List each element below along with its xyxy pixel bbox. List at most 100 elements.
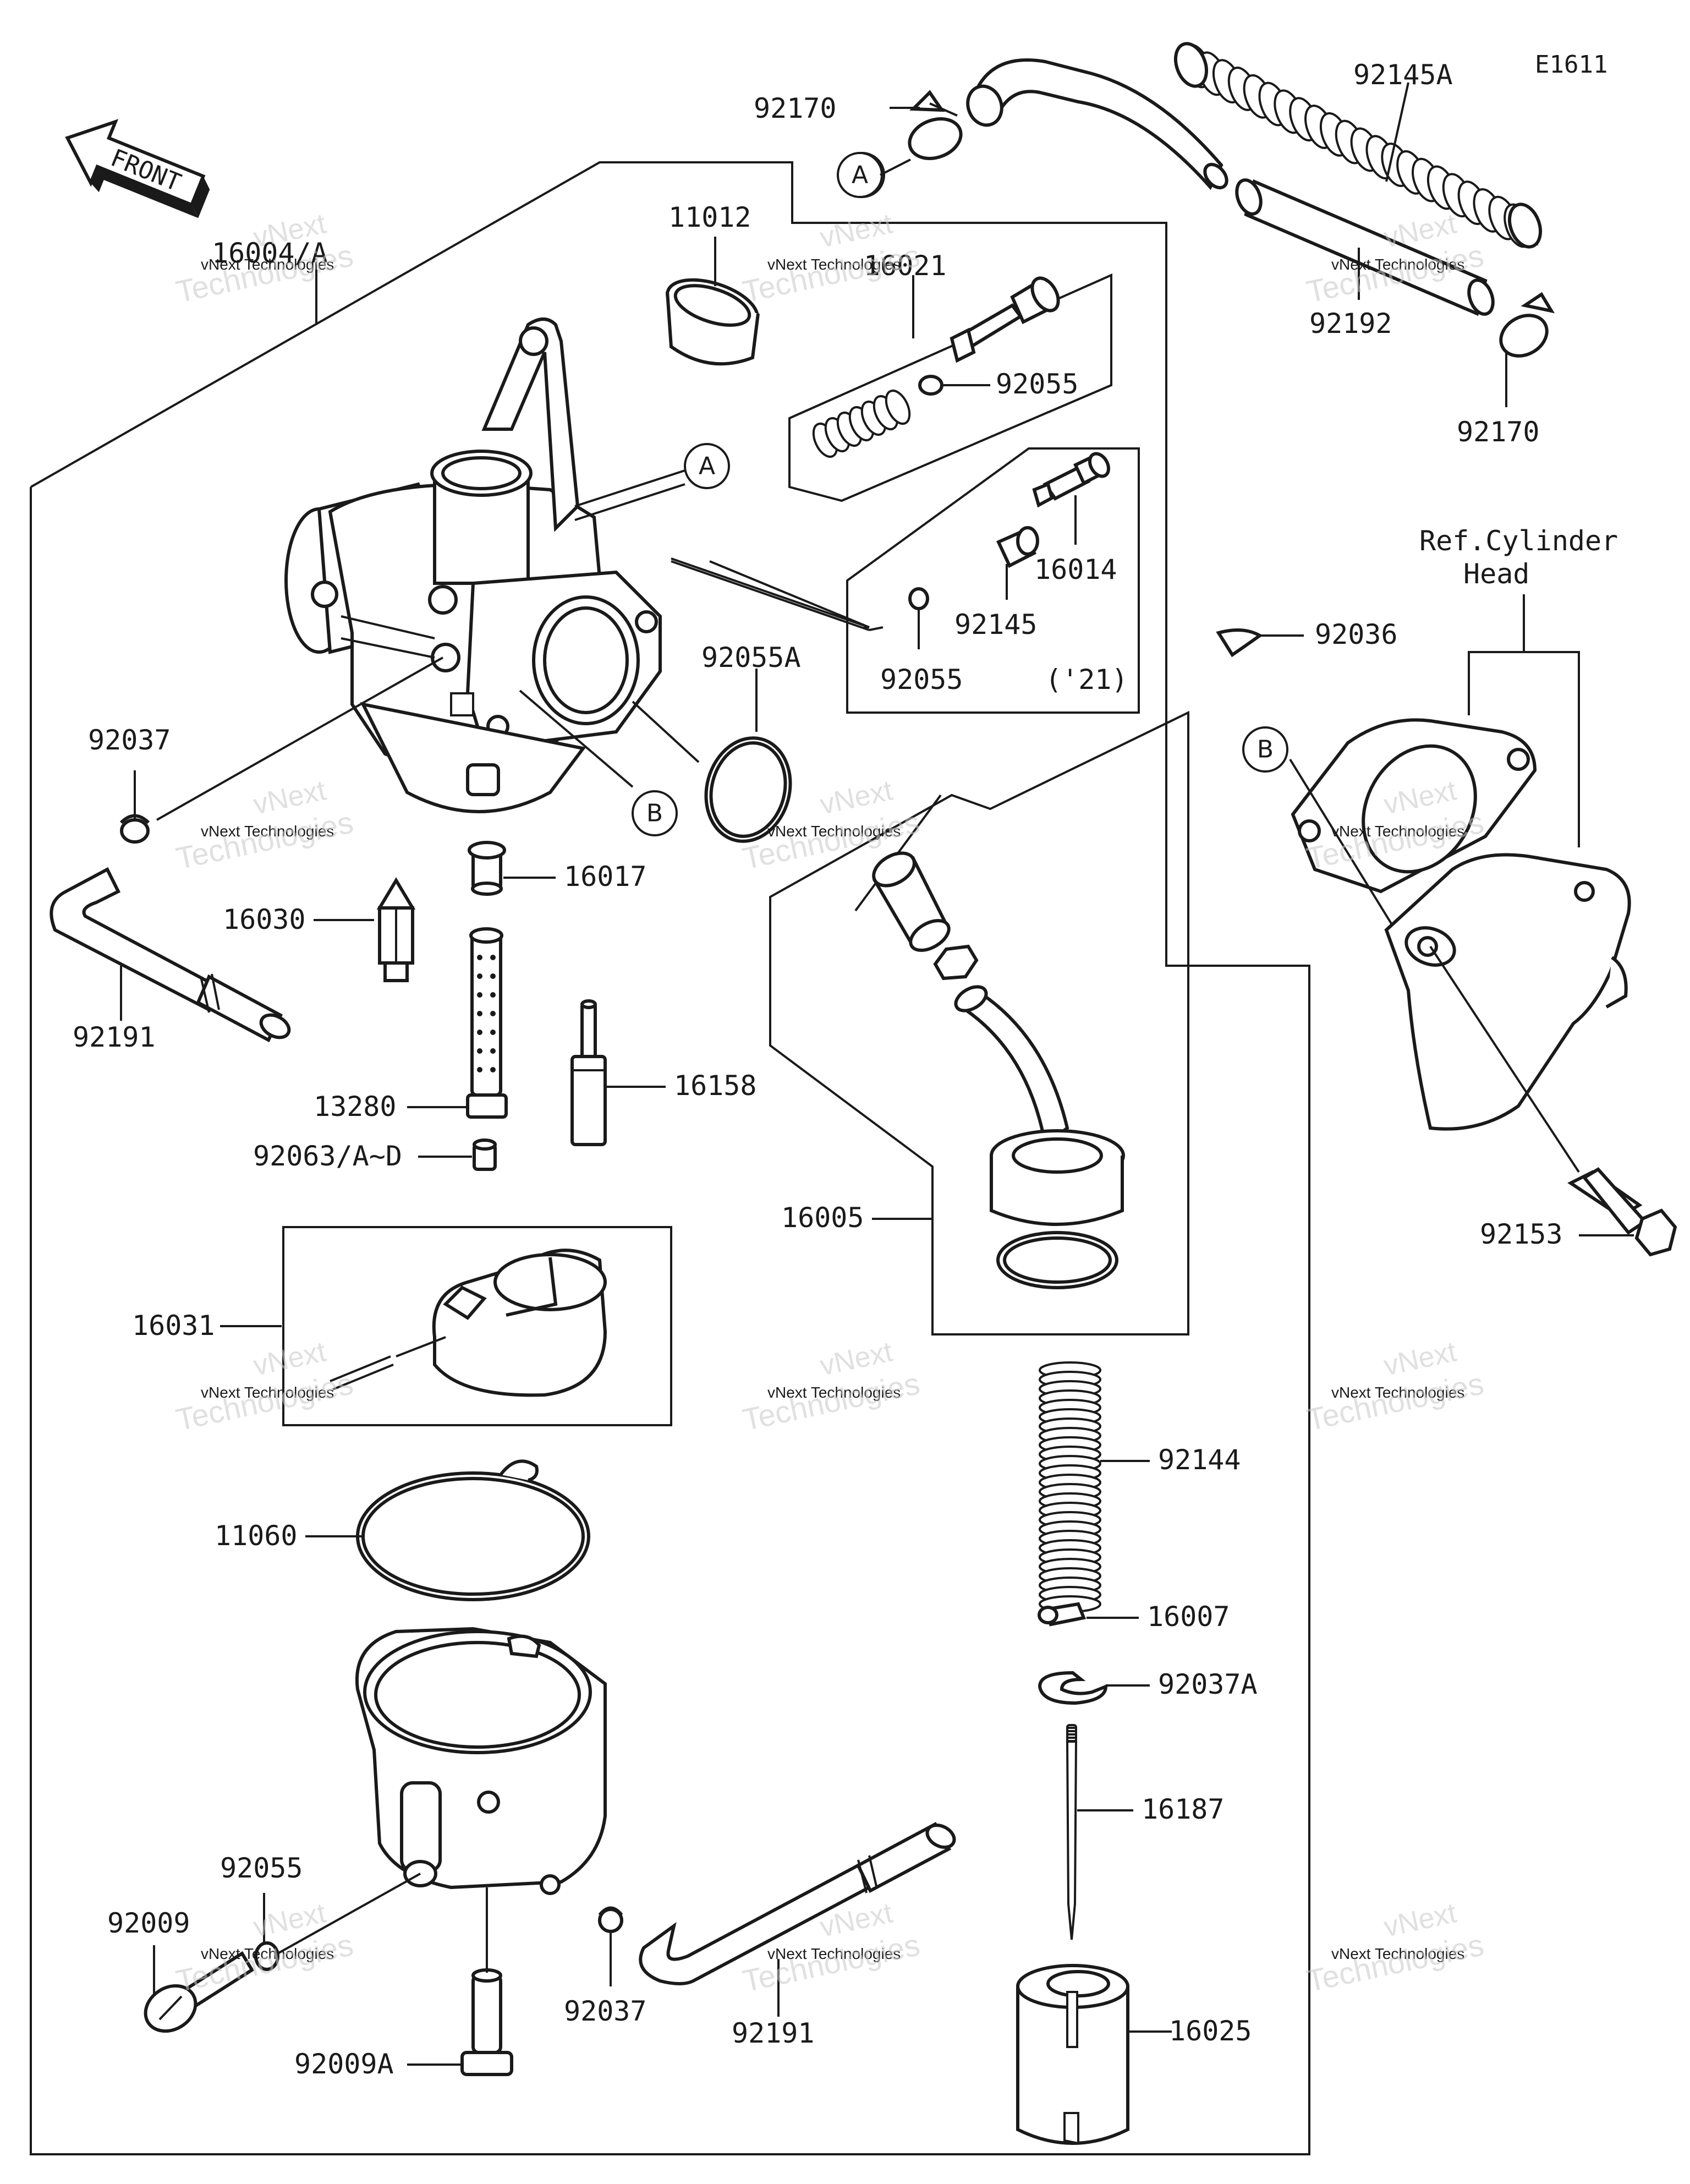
callout-b-head: B [1242, 726, 1288, 773]
idle-screw-16014 [1032, 452, 1111, 508]
label-92009a: 92009A [294, 2048, 394, 2080]
label-13280: 13280 [314, 1091, 397, 1123]
svg-text:vNext Technologies: vNext Technologies [767, 823, 901, 840]
label-92055-low: 92055 [220, 1852, 303, 1884]
svg-text:vNext Technologies: vNext Technologies [201, 256, 334, 273]
hose-top-bent [966, 58, 1228, 190]
callout-a-left-clamp: A [837, 152, 883, 198]
clip-92037-top [119, 814, 150, 844]
label-92037-top: 92037 [88, 724, 171, 756]
needle-16030 [376, 877, 416, 982]
assembly-boundary [30, 161, 1310, 2155]
cap-16005 [872, 851, 1125, 1289]
label-16014: 16014 [1034, 554, 1117, 585]
box-year-21 [846, 447, 1140, 714]
hose-92191-left [50, 867, 291, 1043]
clamp-92170-right [1499, 292, 1555, 358]
label-92036: 92036 [1315, 618, 1398, 650]
label-16031: 16031 [132, 1310, 215, 1342]
label-92009: 92009 [107, 1907, 190, 1939]
label-92037-low: 92037 [564, 1995, 647, 2027]
label-16021: 16021 [864, 250, 947, 282]
carburetor-body [284, 318, 685, 813]
svg-text:vNext Technologies: vNext Technologies [1331, 823, 1464, 840]
intake-manifold [1384, 853, 1631, 1131]
label-92144: 92144 [1158, 1444, 1241, 1476]
seat-16007 [1038, 1602, 1087, 1627]
svg-text:vNext Technologies: vNext Technologies [767, 256, 901, 273]
intake-gasket [1291, 718, 1537, 894]
label-92055-upper: 92055 [996, 368, 1079, 400]
label-16158: 16158 [674, 1070, 757, 1102]
bolt-92153 [1567, 1167, 1677, 1257]
label-11060: 11060 [215, 1520, 298, 1552]
label-16005: 16005 [781, 1202, 864, 1234]
svg-text:vNext Technologies: vNext Technologies [1331, 1384, 1464, 1401]
jet-92063 [473, 1138, 497, 1171]
float-bowl [355, 1627, 607, 1895]
hose-92192 [1235, 178, 1495, 316]
svg-text:vNext Technologies: vNext Technologies [1331, 256, 1464, 273]
label-92145a: 92145A [1353, 59, 1453, 91]
float-16031 [330, 1249, 607, 1397]
ref-bracket [1468, 594, 1525, 715]
cap-11012 [666, 278, 760, 366]
label-16025: 16025 [1169, 2015, 1252, 2047]
svg-text:A: A [852, 161, 868, 189]
clip-92037a [1038, 1671, 1108, 1705]
svg-text:vNext Technologies: vNext Technologies [201, 1945, 334, 1962]
corrugated-hose-92145a [1173, 42, 1543, 249]
label-92153: 92153 [1480, 1218, 1563, 1250]
oring-92055-upper [918, 375, 943, 396]
svg-text:vNext Technologies: vNext Technologies [201, 823, 334, 840]
hose-92191-low [639, 1821, 956, 1985]
label-92055a: 92055A [701, 642, 801, 674]
svg-text:vNext Technologies: vNext Technologies [767, 1945, 901, 1962]
label-92145: 92145 [954, 609, 1038, 641]
label-16004: 16004/A [212, 237, 328, 269]
screw-92009 [144, 1951, 255, 2033]
svg-text:vNext Technologies: vNext Technologies [201, 1384, 334, 1401]
clip-92036 [1216, 628, 1263, 658]
gasket-11060 [356, 1459, 590, 1601]
box-16005 [769, 710, 1189, 1335]
box-16031 [282, 1226, 672, 1426]
diagram-code: E1611 [1535, 51, 1607, 79]
clamp-92170-left [908, 90, 963, 160]
tube-13280 [466, 927, 508, 1119]
oring-92055-mid [908, 587, 929, 610]
spring-92144 [1039, 1361, 1101, 1613]
label-92192: 92192 [1309, 308, 1392, 340]
ref-label-line1: Ref.Cylinder [1419, 525, 1618, 557]
label-92191-left: 92191 [73, 1021, 156, 1053]
callout-a-carb: A [684, 443, 730, 489]
label-16187: 16187 [1142, 1793, 1225, 1825]
front-arrow-icon: FRONT [65, 119, 210, 218]
label-16007: 16007 [1147, 1601, 1230, 1633]
label-92055-mid: 92055 [880, 664, 963, 696]
label-92170-right: 92170 [1457, 416, 1540, 448]
jet-16158 [570, 999, 607, 1146]
label-16017: 16017 [564, 861, 647, 893]
clip-92037-low [598, 1906, 623, 1933]
oring-92055-low [254, 1941, 279, 1971]
pilot-screw [950, 276, 1060, 363]
label-16030: 16030 [223, 904, 306, 935]
label-92170-left: 92170 [754, 92, 837, 124]
svg-text:B: B [1257, 736, 1274, 764]
label-92191-low: 92191 [732, 2017, 815, 2049]
needle-16187 [1066, 1724, 1078, 1940]
screw-92009a [460, 1968, 513, 2076]
svg-text:B: B [646, 800, 663, 828]
spring-16021 [812, 390, 911, 458]
jet-16017 [468, 841, 506, 896]
callout-b-carb: B [632, 790, 678, 836]
svg-text:vNext Technologies: vNext Technologies [1331, 1945, 1464, 1962]
